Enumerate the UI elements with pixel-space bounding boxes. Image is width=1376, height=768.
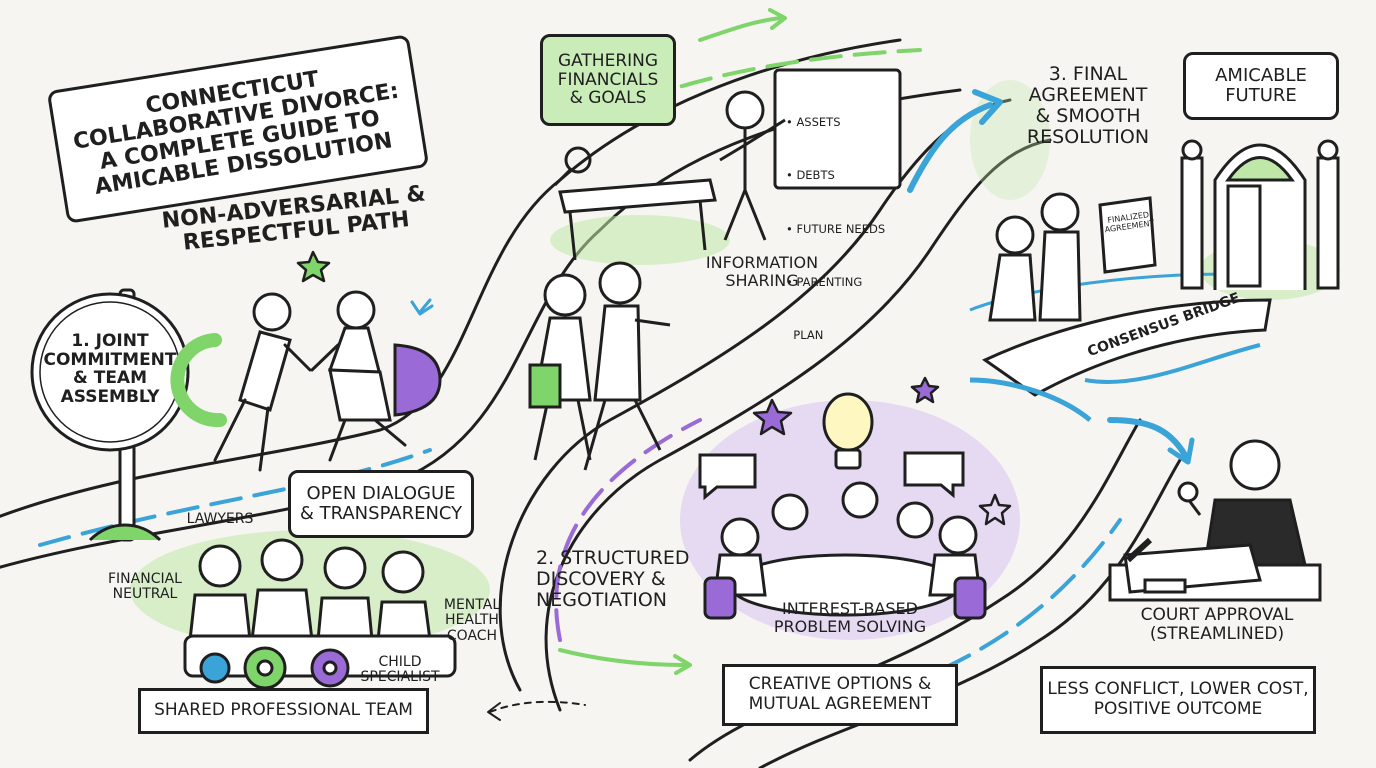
info-sharing-line: INFORMATION xyxy=(705,253,819,272)
outcome-line: POSITIVE OUTCOME xyxy=(1093,699,1263,719)
step2-label: 2. STRUCTURED DISCOVERY & NEGOTIATION xyxy=(536,548,696,611)
info-sharing-line: SHARING xyxy=(725,270,799,290)
step1-sign-text: 1. JOINT COMMITMENT & TEAM ASSEMBLY xyxy=(40,332,180,407)
court-approval-label: COURT APPROVAL (STREAMLINED) xyxy=(1122,606,1312,643)
creative-options-ribbon: CREATIVE OPTIONS & MUTUAL AGREEMENT xyxy=(722,664,958,726)
whiteboard-item: • PARENTING xyxy=(786,274,863,289)
step2-line: DISCOVERY & xyxy=(536,567,666,590)
whiteboard-item: • FUTURE NEEDS xyxy=(786,221,886,236)
financial-neutral-label: FINANCIAL NEUTRAL xyxy=(100,571,190,603)
consensus-bridge xyxy=(969,192,1272,422)
negotiation-table xyxy=(698,392,987,620)
court-line: (STREAMLINED) xyxy=(1149,623,1285,644)
child-specialist-line: CHILD xyxy=(378,654,422,670)
coach-line: MENTAL xyxy=(443,597,501,613)
step2-line: NEGOTIATION xyxy=(536,588,668,611)
walking-couple xyxy=(528,261,671,471)
outcome-line: LESS CONFLICT, LOWER COST, xyxy=(1047,679,1309,700)
gathering-line: FINANCIALS xyxy=(557,69,659,90)
gate xyxy=(1180,139,1340,290)
information-sharing-label: INFORMATION SHARING xyxy=(692,254,832,289)
step1-line: ASSEMBLY xyxy=(60,387,160,408)
dialogue-line: OPEN DIALOGUE xyxy=(306,483,456,505)
lawyers-label: LAWYERS xyxy=(186,511,254,527)
creative-options-line: MUTUAL AGREEMENT xyxy=(748,694,932,714)
whiteboard-item: • ASSETS xyxy=(786,114,841,129)
court-line: COURT APPROVAL xyxy=(1140,605,1294,625)
step1-line: 1. JOINT xyxy=(71,331,149,351)
problem-solving-line: PROBLEM SOLVING xyxy=(773,616,927,636)
desk-and-whiteboard xyxy=(553,68,902,261)
winding-path xyxy=(0,38,1182,768)
decorative-stars xyxy=(296,250,1012,526)
gathering-line: GATHERING xyxy=(557,50,659,71)
judge-at-bench xyxy=(1108,439,1322,602)
amicable-future-line: FUTURE xyxy=(1225,85,1297,106)
step3-line: & SMOOTH xyxy=(1035,104,1141,127)
financial-neutral-line: NEUTRAL xyxy=(112,586,178,603)
flow-arrows xyxy=(410,8,1195,721)
coach-line: HEALTH xyxy=(445,612,499,629)
problem-solving-line: INTEREST-BASED xyxy=(782,599,918,618)
mental-health-coach-label: MENTAL HEALTH COACH xyxy=(432,597,512,644)
sign-post xyxy=(30,288,190,542)
child-specialist-line: SPECIALIST xyxy=(360,669,440,686)
whiteboard-item: PLAN xyxy=(786,328,824,343)
step1-line: & TEAM xyxy=(72,368,148,389)
step1-line: COMMITMENT xyxy=(43,349,177,370)
step2-line: 2. STRUCTURED xyxy=(536,547,690,569)
gear-icons xyxy=(199,646,350,690)
amicable-future-sign: AMICABLE FUTURE xyxy=(1183,52,1339,120)
step3-line: 3. FINAL xyxy=(1048,63,1128,85)
shared-team-ribbon: SHARED PROFESSIONAL TEAM xyxy=(138,688,429,734)
step3-line: AGREEMENT xyxy=(1028,83,1148,106)
dialogue-line: & TRANSPARENCY xyxy=(299,503,463,524)
couple-shaking-hands xyxy=(170,290,442,472)
letter-c: C xyxy=(175,338,215,339)
step3-line: RESOLUTION xyxy=(1026,125,1150,148)
creative-options-line: CREATIVE OPTIONS & xyxy=(748,674,932,695)
coach-line: COACH xyxy=(446,627,498,644)
financial-neutral-line: FINANCIAL xyxy=(108,571,182,587)
gathering-line: & GOALS xyxy=(569,88,647,109)
gathering-bubble: GATHERING FINANCIALS & GOALS xyxy=(540,34,676,126)
whiteboard-item: • DEBTS xyxy=(786,168,835,183)
outcome-ribbon: LESS CONFLICT, LOWER COST, POSITIVE OUTC… xyxy=(1040,666,1316,734)
amicable-future-line: AMICABLE xyxy=(1215,65,1307,87)
shared-team-ribbon-text: SHARED PROFESSIONAL TEAM xyxy=(154,700,413,721)
open-dialogue-bubble: OPEN DIALOGUE & TRANSPARENCY xyxy=(288,470,474,538)
problem-solving-label: INTEREST-BASED PROBLEM SOLVING xyxy=(760,600,940,635)
step3-label: 3. FINAL AGREEMENT & SMOOTH RESOLUTION xyxy=(1018,64,1158,148)
letter-d: D xyxy=(400,350,440,351)
whiteboard-list: • ASSETS • DEBTS • FUTURE NEEDS • PARENT… xyxy=(786,78,898,363)
child-specialist-label: CHILD SPECIALIST xyxy=(350,654,450,686)
